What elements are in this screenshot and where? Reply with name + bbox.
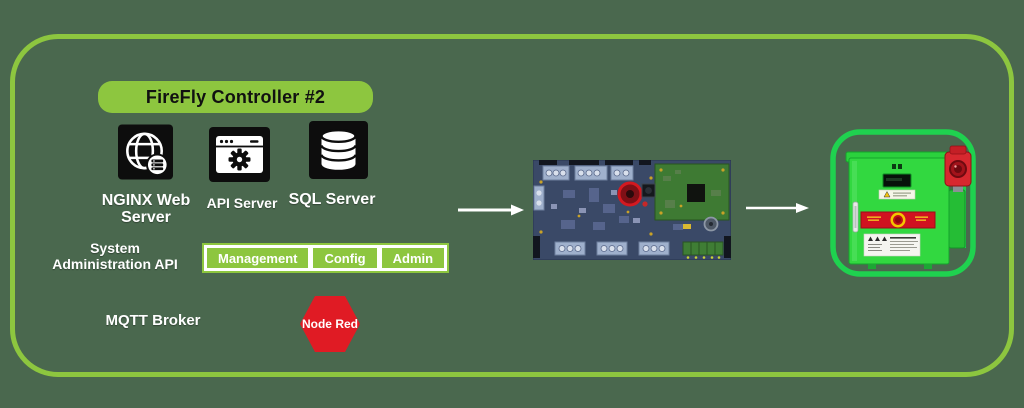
flow-arrow-controller-to-board xyxy=(455,201,525,224)
controller-circuit-board-image xyxy=(532,159,732,265)
admin-api-button-group: Management Config Admin xyxy=(202,243,450,273)
system-administration-api-label: System Administration API xyxy=(52,240,178,273)
mqtt-broker-label: MQTT Broker xyxy=(105,312,201,329)
management-button: Management xyxy=(207,248,309,268)
database-icon xyxy=(309,121,368,184)
browser-gear-icon xyxy=(209,127,270,187)
api-server-label: API Server xyxy=(206,195,278,211)
controller-enclosure-image xyxy=(828,126,978,285)
controller-title: FireFly Controller #2 xyxy=(145,86,326,107)
node-red-label: Node Red xyxy=(301,317,358,331)
flow-arrow-board-to-enclosure xyxy=(743,199,811,222)
config-button: Config xyxy=(313,248,377,268)
sql-server-label: SQL Server xyxy=(288,191,376,208)
node-red-hexagon: Node Red xyxy=(300,296,360,352)
controller-system-frame xyxy=(10,34,1014,377)
globe-web-server-icon xyxy=(118,124,173,185)
controller-title-badge: FireFly Controller #2 xyxy=(98,81,373,113)
nginx-web-server-label: NGINX Web Server xyxy=(101,192,191,226)
admin-button: Admin xyxy=(381,248,445,268)
